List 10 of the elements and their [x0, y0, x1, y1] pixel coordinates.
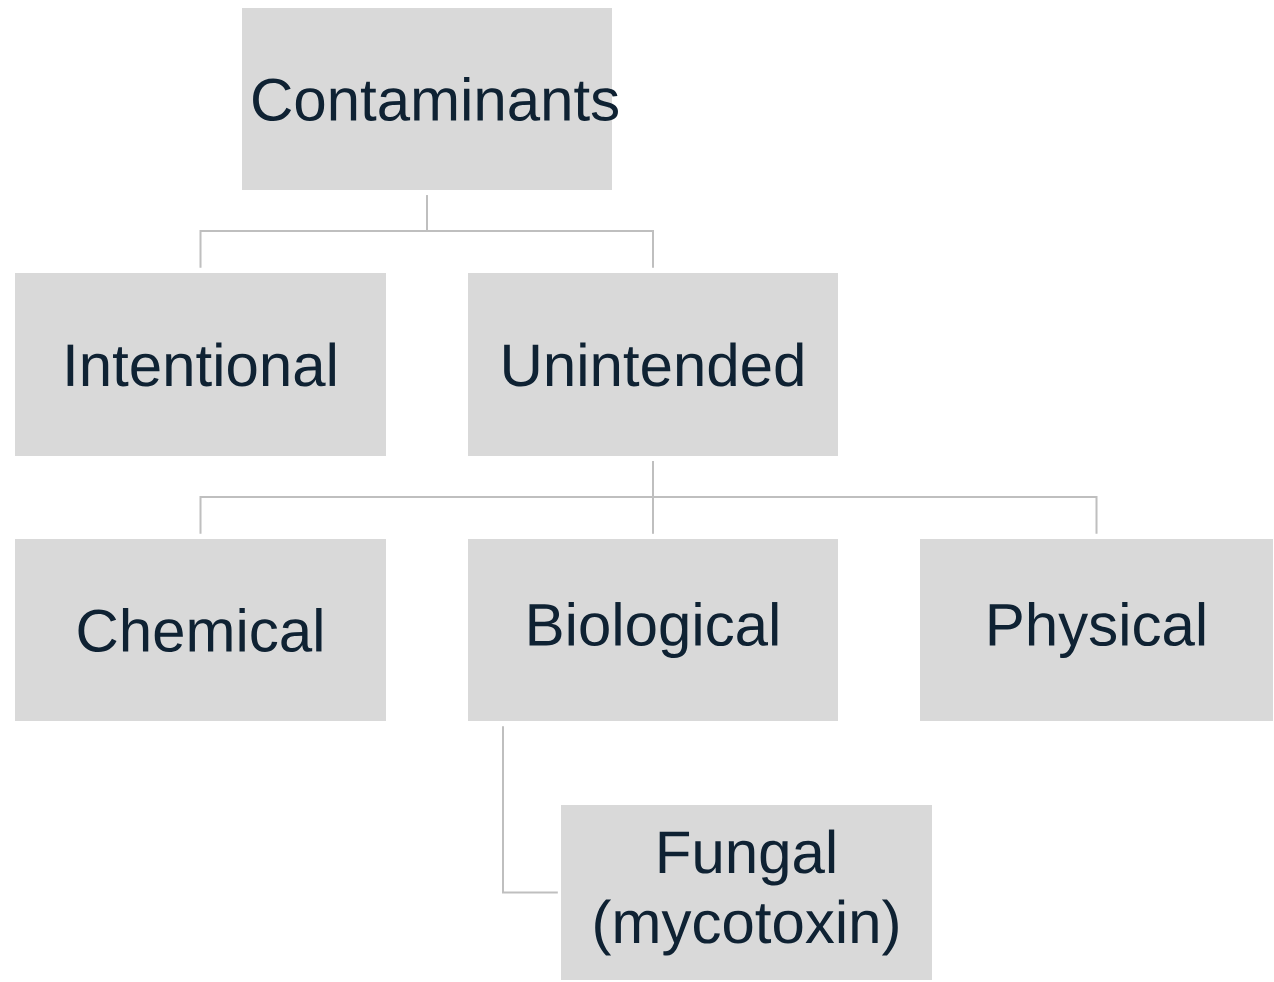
category-box: Fungal (mycotoxin)	[561, 805, 932, 980]
category-box: Chemical	[15, 539, 386, 721]
category-box: Biological	[468, 539, 838, 721]
category-box: Contaminants	[242, 8, 618, 190]
connector-line	[426, 194, 654, 269]
category-box: Unintended	[468, 273, 838, 456]
connector-line	[652, 460, 1098, 535]
category-box: Physical	[920, 539, 1273, 721]
category-box: Intentional	[15, 273, 386, 456]
connector-line	[502, 725, 559, 894]
